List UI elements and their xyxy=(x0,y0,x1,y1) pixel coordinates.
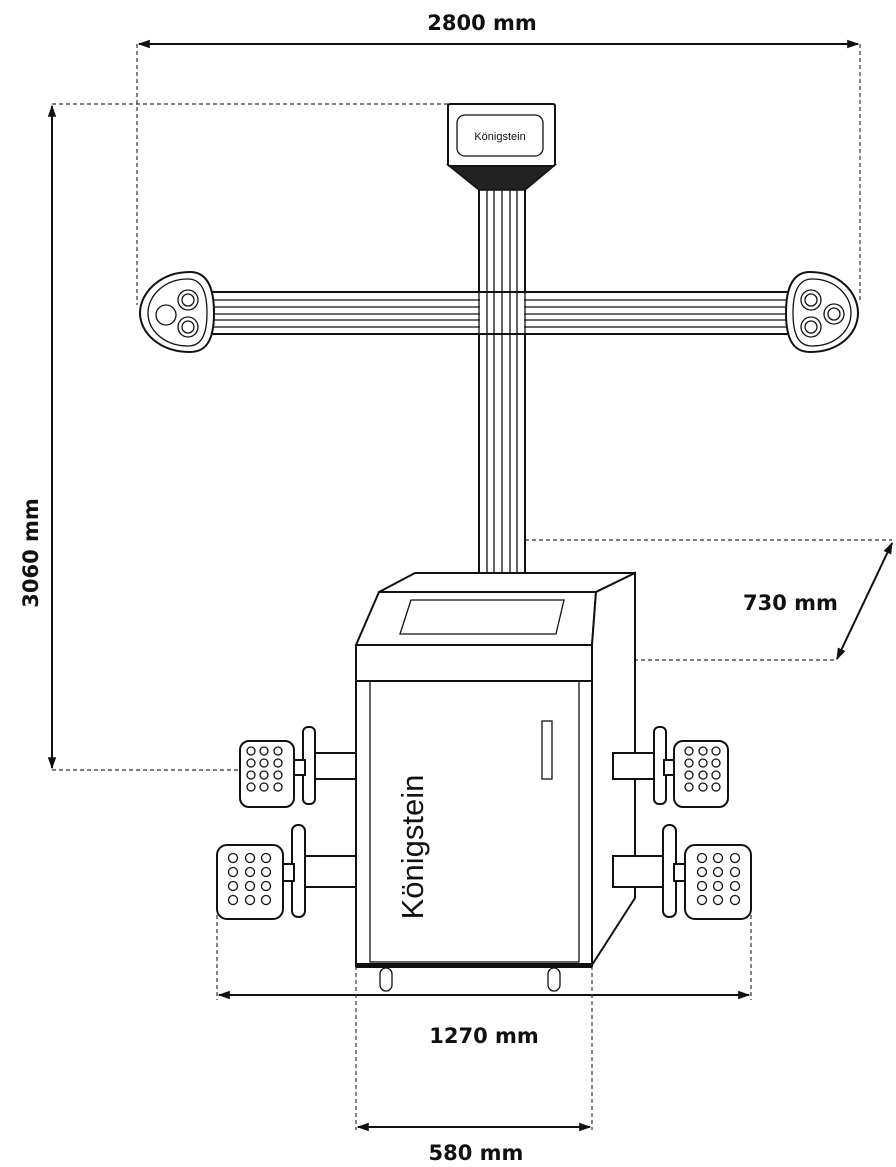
left-lower-wheel-clamp xyxy=(216,824,357,920)
depth-dimension-label: 730 mm xyxy=(743,591,838,615)
horizontal-crossbar xyxy=(204,291,796,335)
door-handle xyxy=(541,720,553,780)
left-upper-wheel-clamp xyxy=(239,726,357,808)
target-dots xyxy=(246,746,283,792)
depth-dimension: 730 mm xyxy=(525,539,893,661)
left-camera-lens-icon xyxy=(155,304,177,326)
cabinet-screen xyxy=(399,599,565,635)
track-dimension: 1270 mm xyxy=(216,880,752,1048)
right-upper-wheel-clamp xyxy=(612,726,729,808)
right-camera-head xyxy=(784,270,860,354)
cabinet-base xyxy=(356,963,592,968)
right-lower-wheel-clamp xyxy=(612,824,752,920)
height-dimension: 3060 mm xyxy=(19,103,448,771)
cabinet-logo: Königstein xyxy=(395,775,430,920)
width-dimension: 2800 mm xyxy=(136,11,861,305)
width-dimension-label: 2800 mm xyxy=(427,11,537,35)
cabinet: Königstein xyxy=(354,571,636,992)
head-logo: Königstein xyxy=(474,131,525,143)
height-dimension-label: 3060 mm xyxy=(19,498,43,608)
left-camera-head xyxy=(138,270,216,354)
vertical-mast xyxy=(478,164,526,576)
base-dimension-label: 580 mm xyxy=(429,1141,524,1165)
top-head-unit: Königstein xyxy=(445,103,558,191)
track-dimension-label: 1270 mm xyxy=(429,1024,539,1048)
